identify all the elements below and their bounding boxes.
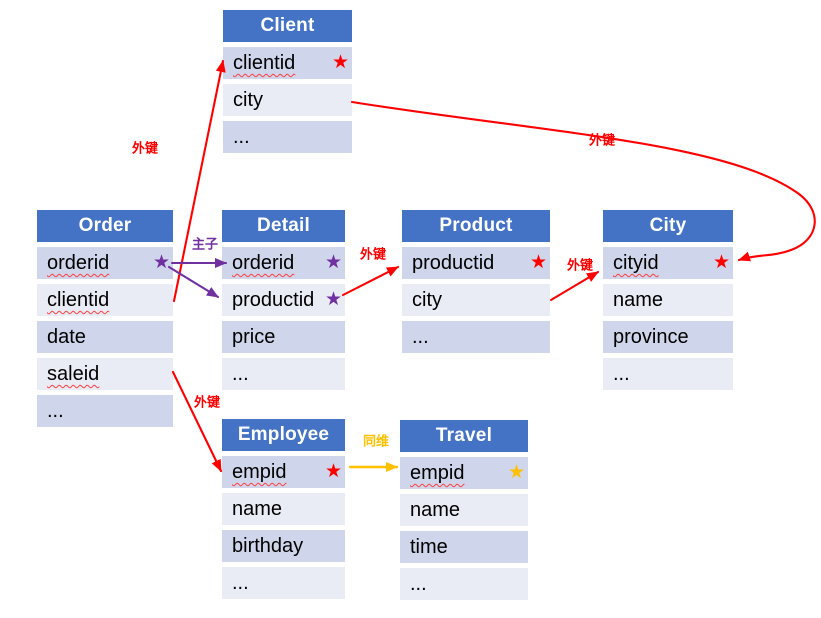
field-name: ... xyxy=(233,126,250,148)
field-employee-more: ... xyxy=(222,567,345,599)
field-name: date xyxy=(47,326,86,348)
field-name: saleid xyxy=(47,363,100,385)
field-city-province: province xyxy=(603,321,733,353)
field-travel-name: name xyxy=(400,494,528,526)
table-client: Client clientid ★ city ... xyxy=(223,10,352,153)
field-detail-price: price xyxy=(222,321,345,353)
field-name: time xyxy=(410,536,448,558)
red-key-star-icon: ★ xyxy=(712,252,730,274)
field-name: birthday xyxy=(232,535,304,557)
table-title-detail: Detail xyxy=(222,210,345,242)
field-detail-orderid: orderid ★ xyxy=(222,247,345,279)
field-name: empid xyxy=(232,461,287,483)
gold-key-star-icon: ★ xyxy=(507,462,525,484)
field-employee-empid: empid ★ xyxy=(222,456,345,488)
red-key-star-icon: ★ xyxy=(331,52,349,74)
table-title-city: City xyxy=(603,210,733,242)
table-title-client: Client xyxy=(223,10,352,42)
field-order-saleid: saleid xyxy=(37,358,173,390)
field-order-more: ... xyxy=(37,395,173,427)
field-name: empid xyxy=(410,462,465,484)
table-title-travel: Travel xyxy=(400,420,528,452)
red-key-star-icon: ★ xyxy=(324,461,342,483)
field-name: cityid xyxy=(613,252,659,274)
field-city-name: name xyxy=(603,284,733,316)
field-name: ... xyxy=(232,363,249,385)
field-name: ... xyxy=(613,363,630,385)
field-product-more: ... xyxy=(402,321,550,353)
field-product-productid: productid ★ xyxy=(402,247,550,279)
field-name: ... xyxy=(412,326,429,348)
table-title-order: Order xyxy=(37,210,173,242)
field-name: productid xyxy=(412,252,495,274)
field-order-clientid: clientid xyxy=(37,284,173,316)
field-travel-more: ... xyxy=(400,568,528,600)
red-key-star-icon: ★ xyxy=(529,252,547,274)
field-product-city: city xyxy=(402,284,550,316)
field-city-more: ... xyxy=(603,358,733,390)
field-name: productid xyxy=(232,289,315,311)
field-name: orderid xyxy=(232,252,295,274)
field-name: ... xyxy=(410,573,427,595)
field-name: ... xyxy=(47,400,64,422)
field-travel-empid: empid ★ xyxy=(400,457,528,489)
field-client-city: city xyxy=(223,84,352,116)
field-detail-more: ... xyxy=(222,358,345,390)
field-order-date: date xyxy=(37,321,173,353)
field-travel-time: time xyxy=(400,531,528,563)
field-name: orderid xyxy=(47,252,110,274)
table-employee: Employee empid ★ name birthday ... xyxy=(222,419,345,599)
field-name: ... xyxy=(232,572,249,594)
table-order: Order orderid ★ clientid date saleid ... xyxy=(37,210,173,427)
field-order-orderid: orderid ★ xyxy=(37,247,173,279)
field-employee-birthday: birthday xyxy=(222,530,345,562)
table-product: Product productid ★ city ... xyxy=(402,210,550,353)
field-name: price xyxy=(232,326,276,348)
purple-key-star-icon: ★ xyxy=(152,252,170,274)
field-detail-productid: productid ★ xyxy=(222,284,345,316)
table-title-product: Product xyxy=(402,210,550,242)
purple-key-star-icon: ★ xyxy=(324,252,342,274)
field-name: city xyxy=(412,289,442,311)
field-name: clientid xyxy=(47,289,110,311)
field-client-clientid: clientid ★ xyxy=(223,47,352,79)
field-name: name xyxy=(613,289,664,311)
field-name: city xyxy=(233,89,263,111)
table-detail: Detail orderid ★ productid ★ price ... xyxy=(222,210,345,390)
field-employee-name: name xyxy=(222,493,345,525)
field-name: name xyxy=(410,499,461,521)
field-city-cityid: cityid ★ xyxy=(603,247,733,279)
field-name: name xyxy=(232,498,283,520)
field-client-more: ... xyxy=(223,121,352,153)
table-city: City cityid ★ name province ... xyxy=(603,210,733,390)
field-name: province xyxy=(613,326,689,348)
field-name: clientid xyxy=(233,52,296,74)
table-travel: Travel empid ★ name time ... xyxy=(400,420,528,600)
purple-key-star-icon: ★ xyxy=(324,289,342,311)
table-title-employee: Employee xyxy=(222,419,345,451)
